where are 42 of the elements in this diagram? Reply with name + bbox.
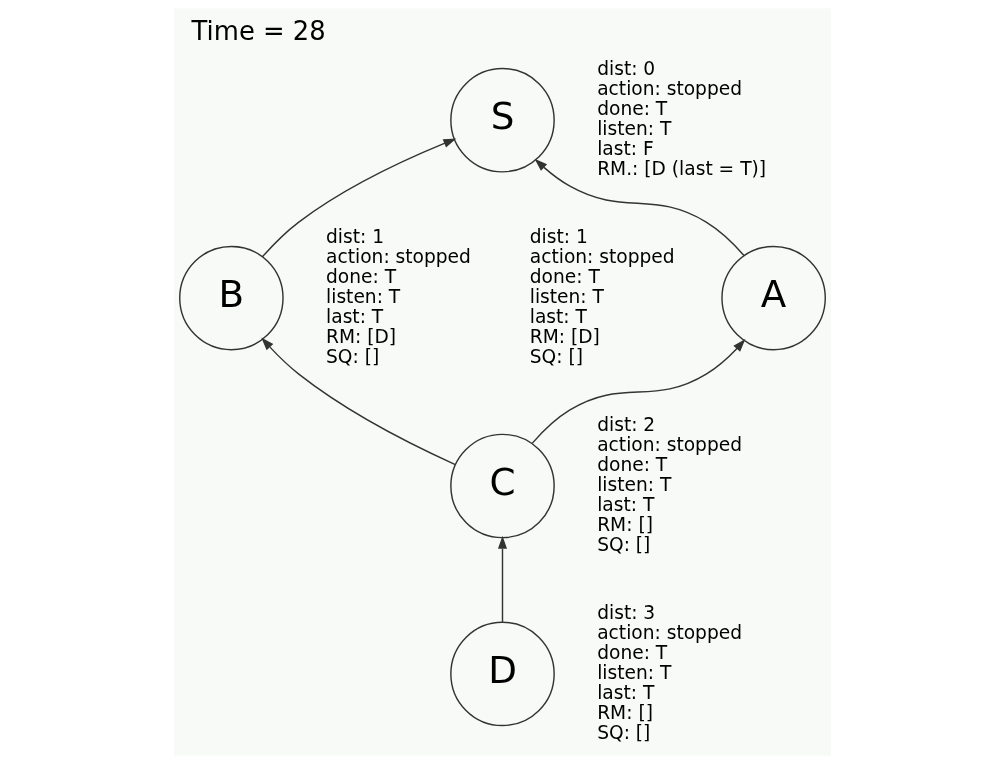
node-label: done: T	[529, 265, 600, 287]
node-label: RM.: [D (last = T)]	[597, 158, 767, 180]
diagram-title: Time = 28	[191, 16, 326, 47]
node-label: SQ: []	[597, 722, 651, 744]
node-label: done: T	[597, 453, 668, 475]
node-circle: C	[450, 433, 555, 539]
node-label: listen: T	[529, 285, 604, 307]
node-label: RM: []	[597, 701, 653, 723]
node-label: last: F	[597, 138, 654, 160]
node-label: listen: T	[597, 118, 672, 140]
node-label: RM: [D]	[529, 326, 600, 348]
node-label: action: stopped	[326, 245, 471, 267]
arrow	[534, 158, 745, 257]
node-circle: D	[450, 621, 555, 727]
node-label: dist: 1	[529, 225, 588, 247]
node-label: RM: [D]	[326, 326, 397, 348]
arrow	[498, 535, 507, 623]
node-label: action: stopped	[597, 433, 743, 455]
node-label: listen: T	[326, 285, 401, 307]
node-label: dist: 2	[597, 413, 656, 435]
node-label: listen: T	[597, 661, 672, 683]
node-label: dist: 3	[597, 601, 656, 623]
node-label: last: T	[597, 493, 655, 515]
node-label: last: T	[326, 306, 384, 328]
node-label: SQ: []	[529, 346, 583, 368]
node-label: last: T	[529, 306, 587, 328]
node-label: dist: 1	[326, 225, 385, 247]
arrow	[261, 337, 456, 466]
node-label: action: stopped	[597, 621, 743, 643]
node-label: listen: T	[597, 473, 672, 495]
node-label: SQ: []	[326, 346, 380, 368]
node-label: done: T	[326, 265, 397, 287]
node-label: RM: []	[597, 514, 653, 536]
arrow	[531, 339, 746, 445]
node-label: SQ: []	[597, 534, 651, 556]
node-label: dist: 0	[597, 57, 656, 79]
node-label: action: stopped	[529, 245, 675, 267]
node-label: done: T	[597, 98, 668, 120]
arrow	[261, 138, 457, 258]
node-label: done: T	[597, 641, 668, 663]
node-label: last: T	[597, 681, 655, 703]
node-label: action: stopped	[597, 77, 743, 99]
